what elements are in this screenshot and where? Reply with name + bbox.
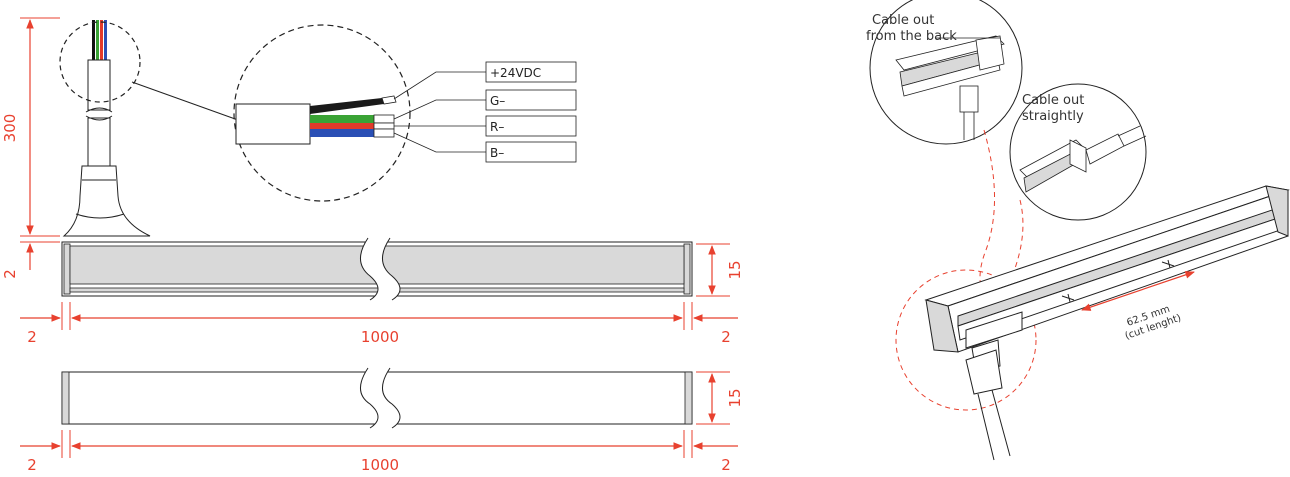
length-dim-b: 2 1000 2 [20, 430, 738, 474]
dim-right-cap-a: 2 [721, 328, 731, 346]
cable-assembly [62, 20, 151, 237]
dim-left-cap-a: 2 [27, 328, 37, 346]
endcap-offset-dimension: 2 [1, 241, 60, 279]
height-dim-a: 15 [696, 243, 744, 297]
wire-detail-enlargement: +24VDC G– R– B– [233, 24, 577, 202]
dim-endcap-offset: 2 [1, 269, 19, 279]
connector-back [979, 129, 995, 301]
callout-straight-line2: straightly [1022, 109, 1084, 124]
label-box-r [485, 115, 577, 137]
dim-right-cap-b: 2 [721, 456, 731, 474]
label-box-vdc [485, 61, 577, 83]
isometric-profile [924, 185, 1290, 461]
callout-back-line2: from the back [866, 29, 957, 44]
detail-cable-back: Cable out from the back [866, 0, 1023, 145]
wire-label-r: R– [490, 120, 504, 134]
length-dim-a: 2 1000 2 [20, 302, 738, 346]
wire-label-g: G– [490, 94, 505, 108]
cut-marks [1061, 259, 1175, 303]
label-box-b [485, 141, 577, 163]
wire-label-b: B– [490, 146, 504, 160]
callout-back-line1: Cable out [872, 13, 934, 28]
detail-circle-iso [895, 269, 1037, 411]
dim-cable-length: 300 [1, 114, 19, 143]
wire-label-vdc: +24VDC [490, 66, 541, 80]
dim-height-a: 15 [726, 260, 744, 279]
label-box-g [485, 89, 577, 111]
detail-leader [131, 81, 239, 121]
cable-dimension-300: 300 [1, 17, 60, 237]
dim-length-a: 1000 [361, 328, 399, 346]
dim-height-b: 15 [726, 388, 744, 407]
profile-with-cable [61, 237, 693, 301]
callout-straight-line1: Cable out [1022, 93, 1084, 108]
dim-left-cap-b: 2 [27, 456, 37, 474]
profile-plain [61, 367, 693, 429]
height-dim-b: 15 [696, 371, 744, 425]
detail-cable-straight: Cable out straightly [1009, 83, 1147, 221]
detail-circle-small [59, 21, 141, 103]
dim-length-b: 1000 [361, 456, 399, 474]
